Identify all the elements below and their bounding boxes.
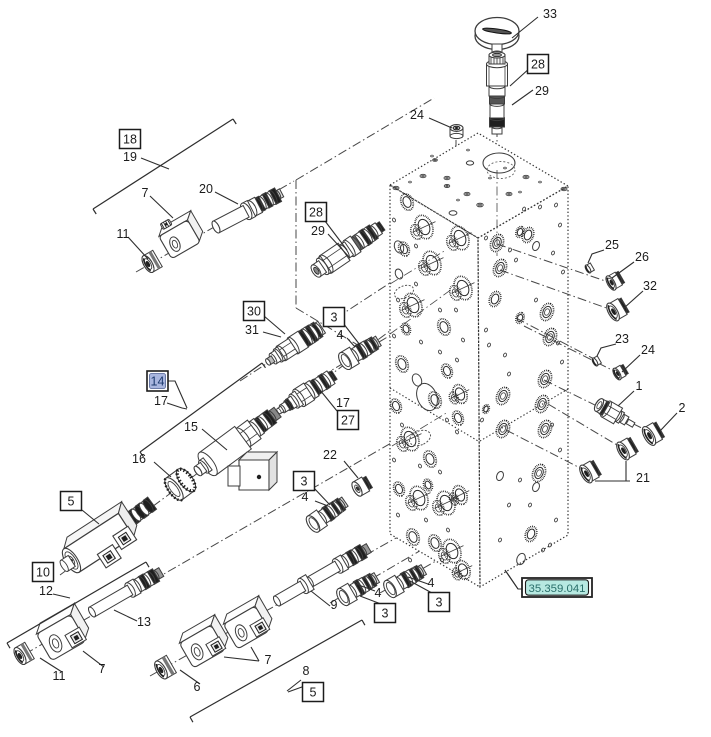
svg-text:10: 10 (36, 565, 50, 579)
svg-text:1: 1 (636, 379, 643, 393)
svg-text:21: 21 (636, 471, 650, 485)
svg-text:9: 9 (331, 598, 338, 612)
svg-text:2: 2 (679, 401, 686, 415)
svg-text:32: 32 (643, 279, 657, 293)
svg-text:18: 18 (123, 132, 137, 146)
svg-text:28: 28 (309, 205, 323, 219)
svg-text:17: 17 (154, 394, 168, 408)
svg-text:17: 17 (336, 396, 350, 410)
svg-text:30: 30 (247, 304, 261, 318)
svg-text:31: 31 (245, 323, 259, 337)
svg-text:24: 24 (641, 343, 655, 357)
svg-text:23: 23 (615, 332, 629, 346)
svg-text:7: 7 (265, 653, 272, 667)
svg-text:5: 5 (310, 685, 317, 699)
svg-text:29: 29 (311, 224, 325, 238)
svg-text:24: 24 (410, 108, 424, 122)
svg-text:3: 3 (382, 606, 389, 620)
svg-text:13: 13 (137, 615, 151, 629)
svg-text:15: 15 (184, 420, 198, 434)
svg-text:26: 26 (635, 250, 649, 264)
svg-text:4: 4 (302, 490, 309, 504)
svg-text:16: 16 (132, 452, 146, 466)
svg-text:3: 3 (331, 310, 338, 324)
svg-text:27: 27 (341, 413, 355, 427)
svg-text:25: 25 (605, 238, 619, 252)
svg-text:20: 20 (199, 182, 213, 196)
svg-text:35.359.041: 35.359.041 (528, 583, 585, 595)
svg-text:11: 11 (53, 669, 66, 683)
svg-text:3: 3 (301, 474, 308, 488)
svg-text:3: 3 (436, 595, 443, 609)
svg-text:4: 4 (337, 328, 344, 342)
svg-text:29: 29 (535, 84, 549, 98)
svg-text:12: 12 (39, 584, 53, 598)
svg-text:19: 19 (123, 150, 137, 164)
svg-text:7: 7 (142, 186, 149, 200)
svg-text:22: 22 (323, 448, 337, 462)
svg-text:4: 4 (428, 576, 435, 590)
svg-text:8: 8 (303, 664, 310, 678)
svg-text:7: 7 (99, 662, 106, 676)
svg-text:28: 28 (531, 57, 545, 71)
svg-text:14: 14 (151, 375, 165, 389)
svg-text:5: 5 (68, 494, 75, 508)
svg-text:6: 6 (194, 680, 201, 694)
svg-text:33: 33 (543, 7, 557, 21)
svg-text:11: 11 (117, 227, 130, 241)
svg-text:4: 4 (375, 586, 382, 600)
